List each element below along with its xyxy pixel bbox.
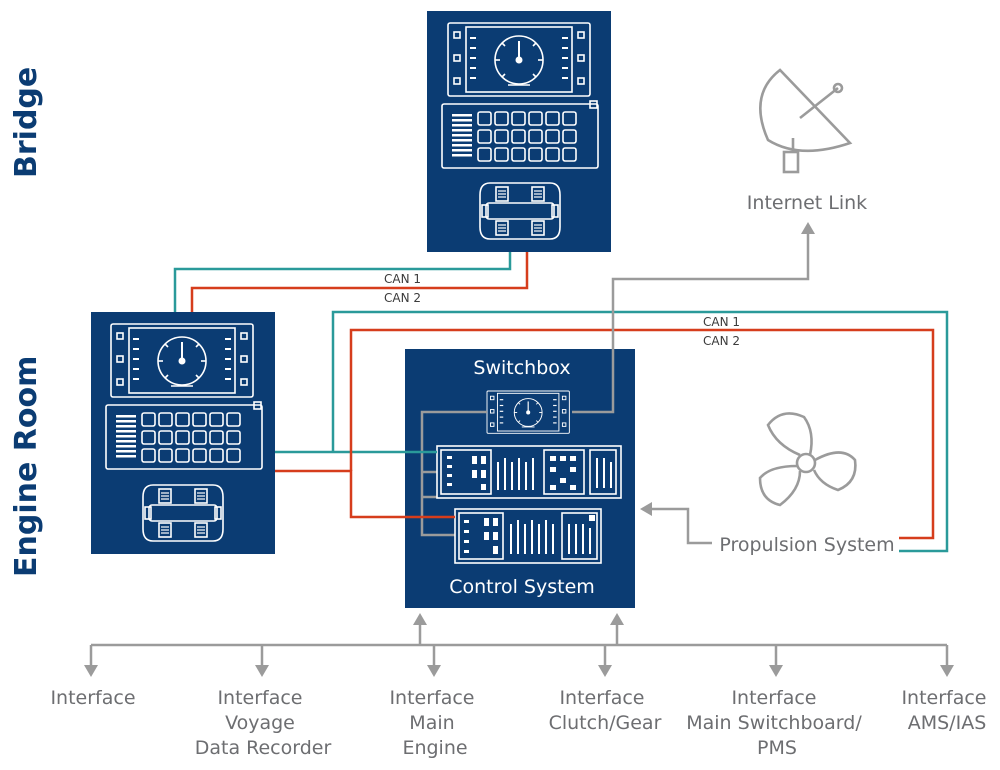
- control-system-panel: Switchbox Control System: [405, 349, 635, 608]
- can-bus-propulsion-link: CAN 1 CAN 2: [275, 310, 949, 553]
- internet-link-label: Internet Link: [747, 192, 867, 214]
- engine-room-control-panel: [91, 312, 275, 554]
- interface-labels: Interface Interface Voyage Data Recorder…: [50, 687, 992, 759]
- interface-label-generic: Interface: [50, 687, 135, 709]
- bridge-control-panel: [427, 11, 611, 252]
- interface-label-main-switchboard-pms: Interface Main Switchboard/ PMS: [686, 687, 868, 759]
- controller-module-upper: [436, 445, 622, 499]
- switchbox-label: Switchbox: [473, 357, 570, 379]
- ship-propeller-icon: [758, 412, 857, 507]
- can1-label-upper: CAN 1: [384, 272, 421, 286]
- can-bus-bridge-link: CAN 1 CAN 2: [173, 252, 529, 312]
- can1-label-right: CAN 1: [703, 315, 740, 329]
- interface-label-voyage-data-recorder: Interface Voyage Data Recorder: [195, 687, 332, 759]
- internet-link-connection: [572, 222, 815, 414]
- can2-label-right: CAN 2: [703, 334, 740, 348]
- interface-bus: [84, 613, 954, 677]
- interface-label-ams-ias: Interface AMS/IAS: [901, 687, 992, 734]
- propulsion-input-arrow: [640, 502, 712, 545]
- satellite-dish-icon: [759, 68, 853, 174]
- propulsion-system-label: Propulsion System: [719, 534, 894, 556]
- interface-label-main-engine: Interface Main Engine: [389, 687, 480, 759]
- interface-label-clutch-gear: Interface Clutch/Gear: [549, 687, 662, 734]
- controller-module-lower: [454, 508, 602, 564]
- control-system-label: Control System: [449, 576, 595, 598]
- zone-label-bridge: Bridge: [9, 67, 44, 178]
- can2-label-upper: CAN 2: [384, 291, 421, 305]
- zone-label-engine-room: Engine Room: [9, 356, 44, 577]
